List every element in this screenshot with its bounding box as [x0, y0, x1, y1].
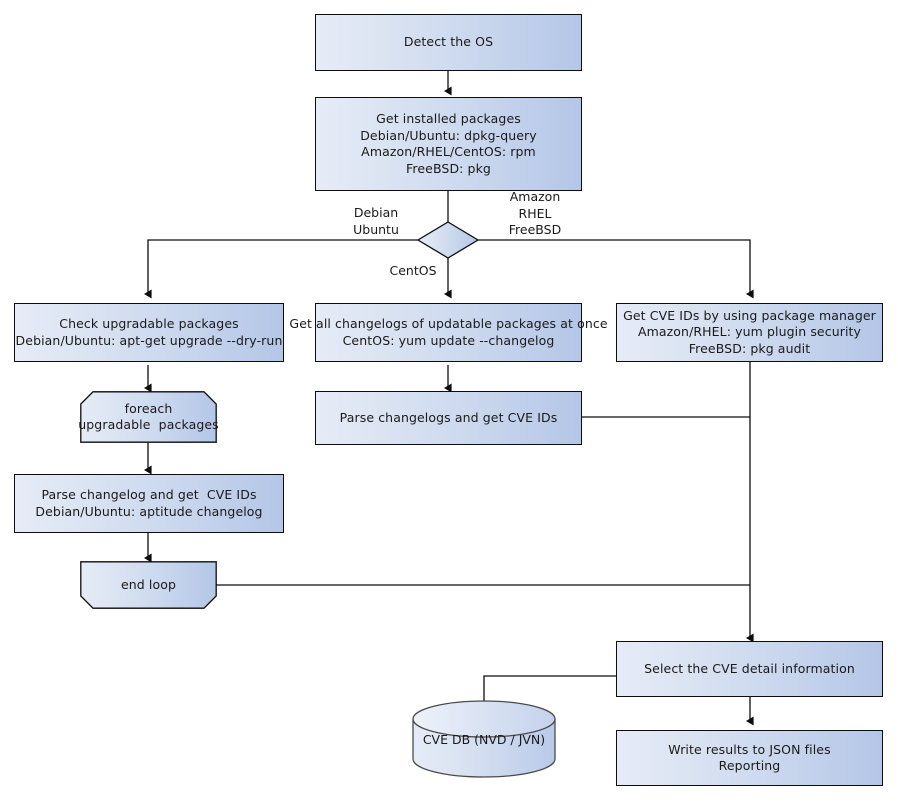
node-cve-db-label: CVE DB (NVD / JVN) [422, 731, 546, 747]
node-end-loop-label: end loop [120, 576, 177, 592]
node-detect-os[interactable]: Detect the OS [315, 14, 582, 71]
node-check-upgradable-packages-line1: Check upgradable packages [59, 316, 239, 331]
node-check-upgradable-packages-line2: Debian/Ubuntu: apt-get upgrade --dry-run [15, 332, 283, 348]
node-write-results-line2: Reporting [718, 758, 781, 773]
node-select-cve-detail[interactable]: Select the CVE detail information [616, 641, 883, 697]
end-loop-shape [80, 561, 217, 609]
node-get-all-changelogs-line1: Get all changelogs of updatable packages… [289, 316, 608, 331]
node-parse-changelog-single-line2: Debian/Ubuntu: aptitude changelog [35, 503, 263, 519]
decision-diamond-shape [416, 221, 480, 259]
node-get-cve-ids-package-manager-line2: Amazon/RHEL: yum plugin security [637, 324, 862, 340]
node-parse-changelog-single-line1: Parse changelog and get CVE IDs [41, 487, 257, 502]
node-get-installed-packages-line1: Get installed packages [376, 111, 521, 126]
edge-label-debian-ubuntu: Debian Ubuntu [353, 205, 399, 237]
node-get-cve-ids-package-manager-line1: Get CVE IDs by using package manager [623, 307, 876, 323]
node-get-installed-packages-line2: Debian/Ubuntu: dpkg-query [360, 127, 537, 143]
node-foreach-upgradable-packages[interactable]: foreach upgradable packages [78, 391, 219, 443]
node-get-cve-ids-package-manager[interactable]: Get CVE IDs by using package manager Ama… [616, 303, 883, 362]
node-end-loop[interactable]: end loop [80, 561, 217, 609]
node-write-results[interactable]: Write results to JSON files Reporting [616, 730, 883, 786]
node-check-upgradable-packages[interactable]: Check upgradable packages Debian/Ubuntu:… [14, 303, 284, 362]
node-cve-db[interactable]: CVE DB (NVD / JVN) [413, 701, 555, 777]
foreach-loop-shape [80, 391, 217, 443]
node-select-cve-detail-label: Select the CVE detail information [644, 660, 855, 676]
node-foreach-line2: upgradable packages [78, 417, 219, 432]
node-parse-changelogs-multi-label: Parse changelogs and get CVE IDs [339, 409, 558, 425]
node-foreach-line1: foreach [124, 400, 173, 416]
node-parse-changelog-single[interactable]: Parse changelog and get CVE IDs Debian/U… [14, 474, 284, 533]
node-parse-changelogs-multi[interactable]: Parse changelogs and get CVE IDs [315, 391, 582, 445]
node-get-installed-packages[interactable]: Get installed packages Debian/Ubuntu: dp… [315, 97, 582, 191]
node-get-installed-packages-line4: FreeBSD: pkg [406, 160, 491, 176]
node-get-all-changelogs[interactable]: Get all changelogs of updatable packages… [289, 303, 608, 362]
edge-label-centos: CentOS [389, 263, 437, 278]
node-detect-os-label: Detect the OS [403, 34, 494, 50]
node-get-all-changelogs-line2: CentOS: yum update --changelog [342, 332, 555, 348]
edge-label-amazon-rhel-freebsd: Amazon RHEL FreeBSD [508, 189, 562, 237]
node-write-results-line1: Write results to JSON files [668, 741, 831, 757]
node-get-cve-ids-package-manager-line3: FreeBSD: pkg audit [688, 340, 811, 356]
node-get-installed-packages-line3: Amazon/RHEL/CentOS: rpm [361, 144, 536, 159]
